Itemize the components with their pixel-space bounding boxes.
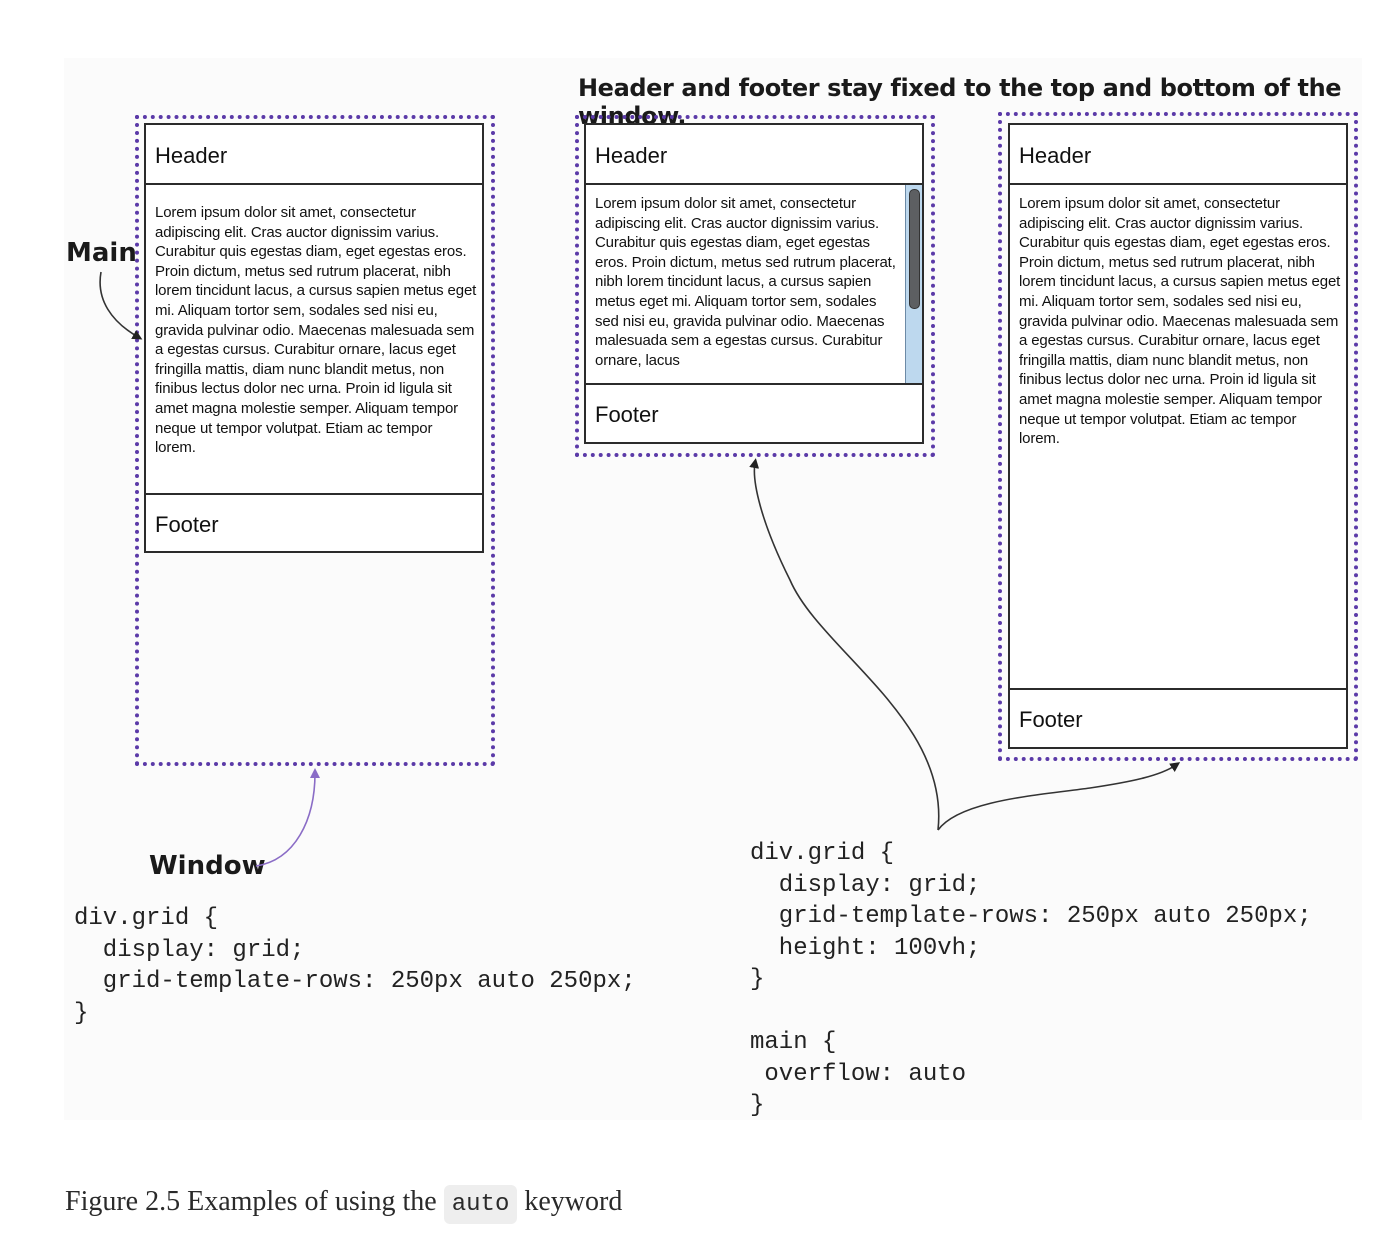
caption-suffix: keyword	[517, 1186, 623, 1217]
panel-2-scrollbar-thumb[interactable]	[909, 189, 920, 309]
code-block-right: div.grid { display: grid; grid-template-…	[750, 840, 1312, 1119]
main-arrow	[99, 271, 143, 340]
window-arrow	[255, 768, 320, 867]
panel-1-header: Header	[146, 125, 482, 185]
caption-prefix: Figure 2.5 Examples of using the	[65, 1186, 444, 1217]
panel-2-header: Header	[586, 125, 922, 185]
shared-arrow-to-panel-3	[937, 762, 1181, 831]
window-frame-3	[998, 112, 1358, 761]
panel-3-footer-label: Footer	[1019, 707, 1083, 732]
panel-1-main-text: Lorem ipsum dolor sit amet, consectetur …	[155, 204, 477, 457]
panel-3-main: Lorem ipsum dolor sit amet, consectetur …	[1010, 185, 1346, 688]
panel-2-main: Lorem ipsum dolor sit amet, consectetur …	[586, 185, 922, 383]
panel-2-footer-label: Footer	[595, 402, 659, 427]
panel-2-footer: Footer	[586, 383, 922, 442]
grid-panel-3: Header Lorem ipsum dolor sit amet, conse…	[1008, 123, 1348, 749]
window-frame-2	[575, 115, 935, 457]
panel-3-main-text: Lorem ipsum dolor sit amet, consectetur …	[1019, 195, 1341, 448]
figure-caption: Figure 2.5 Examples of using the auto ke…	[65, 1185, 623, 1224]
panel-2-main-text: Lorem ipsum dolor sit amet, consectetur …	[595, 195, 896, 369]
panel-1-header-label: Header	[155, 143, 228, 168]
code-block-left: div.grid { display: grid; grid-template-…	[74, 905, 636, 1027]
panel-1-footer: Footer	[146, 493, 482, 551]
figure-title: Header and footer stay fixed to the top …	[578, 74, 1342, 130]
panel-3-header: Header	[1010, 125, 1346, 185]
panel-3-header-label: Header	[1019, 143, 1092, 168]
window-frame-1	[135, 115, 495, 766]
panel-2-scrollbar[interactable]	[905, 185, 922, 383]
grid-panel-1: Header Lorem ipsum dolor sit amet, conse…	[144, 123, 484, 553]
grid-panel-2: Header Lorem ipsum dolor sit amet, conse…	[584, 123, 924, 444]
panel-3-footer: Footer	[1010, 688, 1346, 747]
shared-arrow-to-panel-2	[749, 458, 940, 831]
caption-keyword: auto	[443, 1185, 518, 1224]
panel-2-header-label: Header	[595, 143, 668, 168]
main-label: Main	[66, 238, 137, 268]
panel-1-footer-label: Footer	[155, 512, 219, 537]
panel-1-main: Lorem ipsum dolor sit amet, consectetur …	[146, 185, 482, 493]
window-label: Window	[149, 851, 266, 881]
